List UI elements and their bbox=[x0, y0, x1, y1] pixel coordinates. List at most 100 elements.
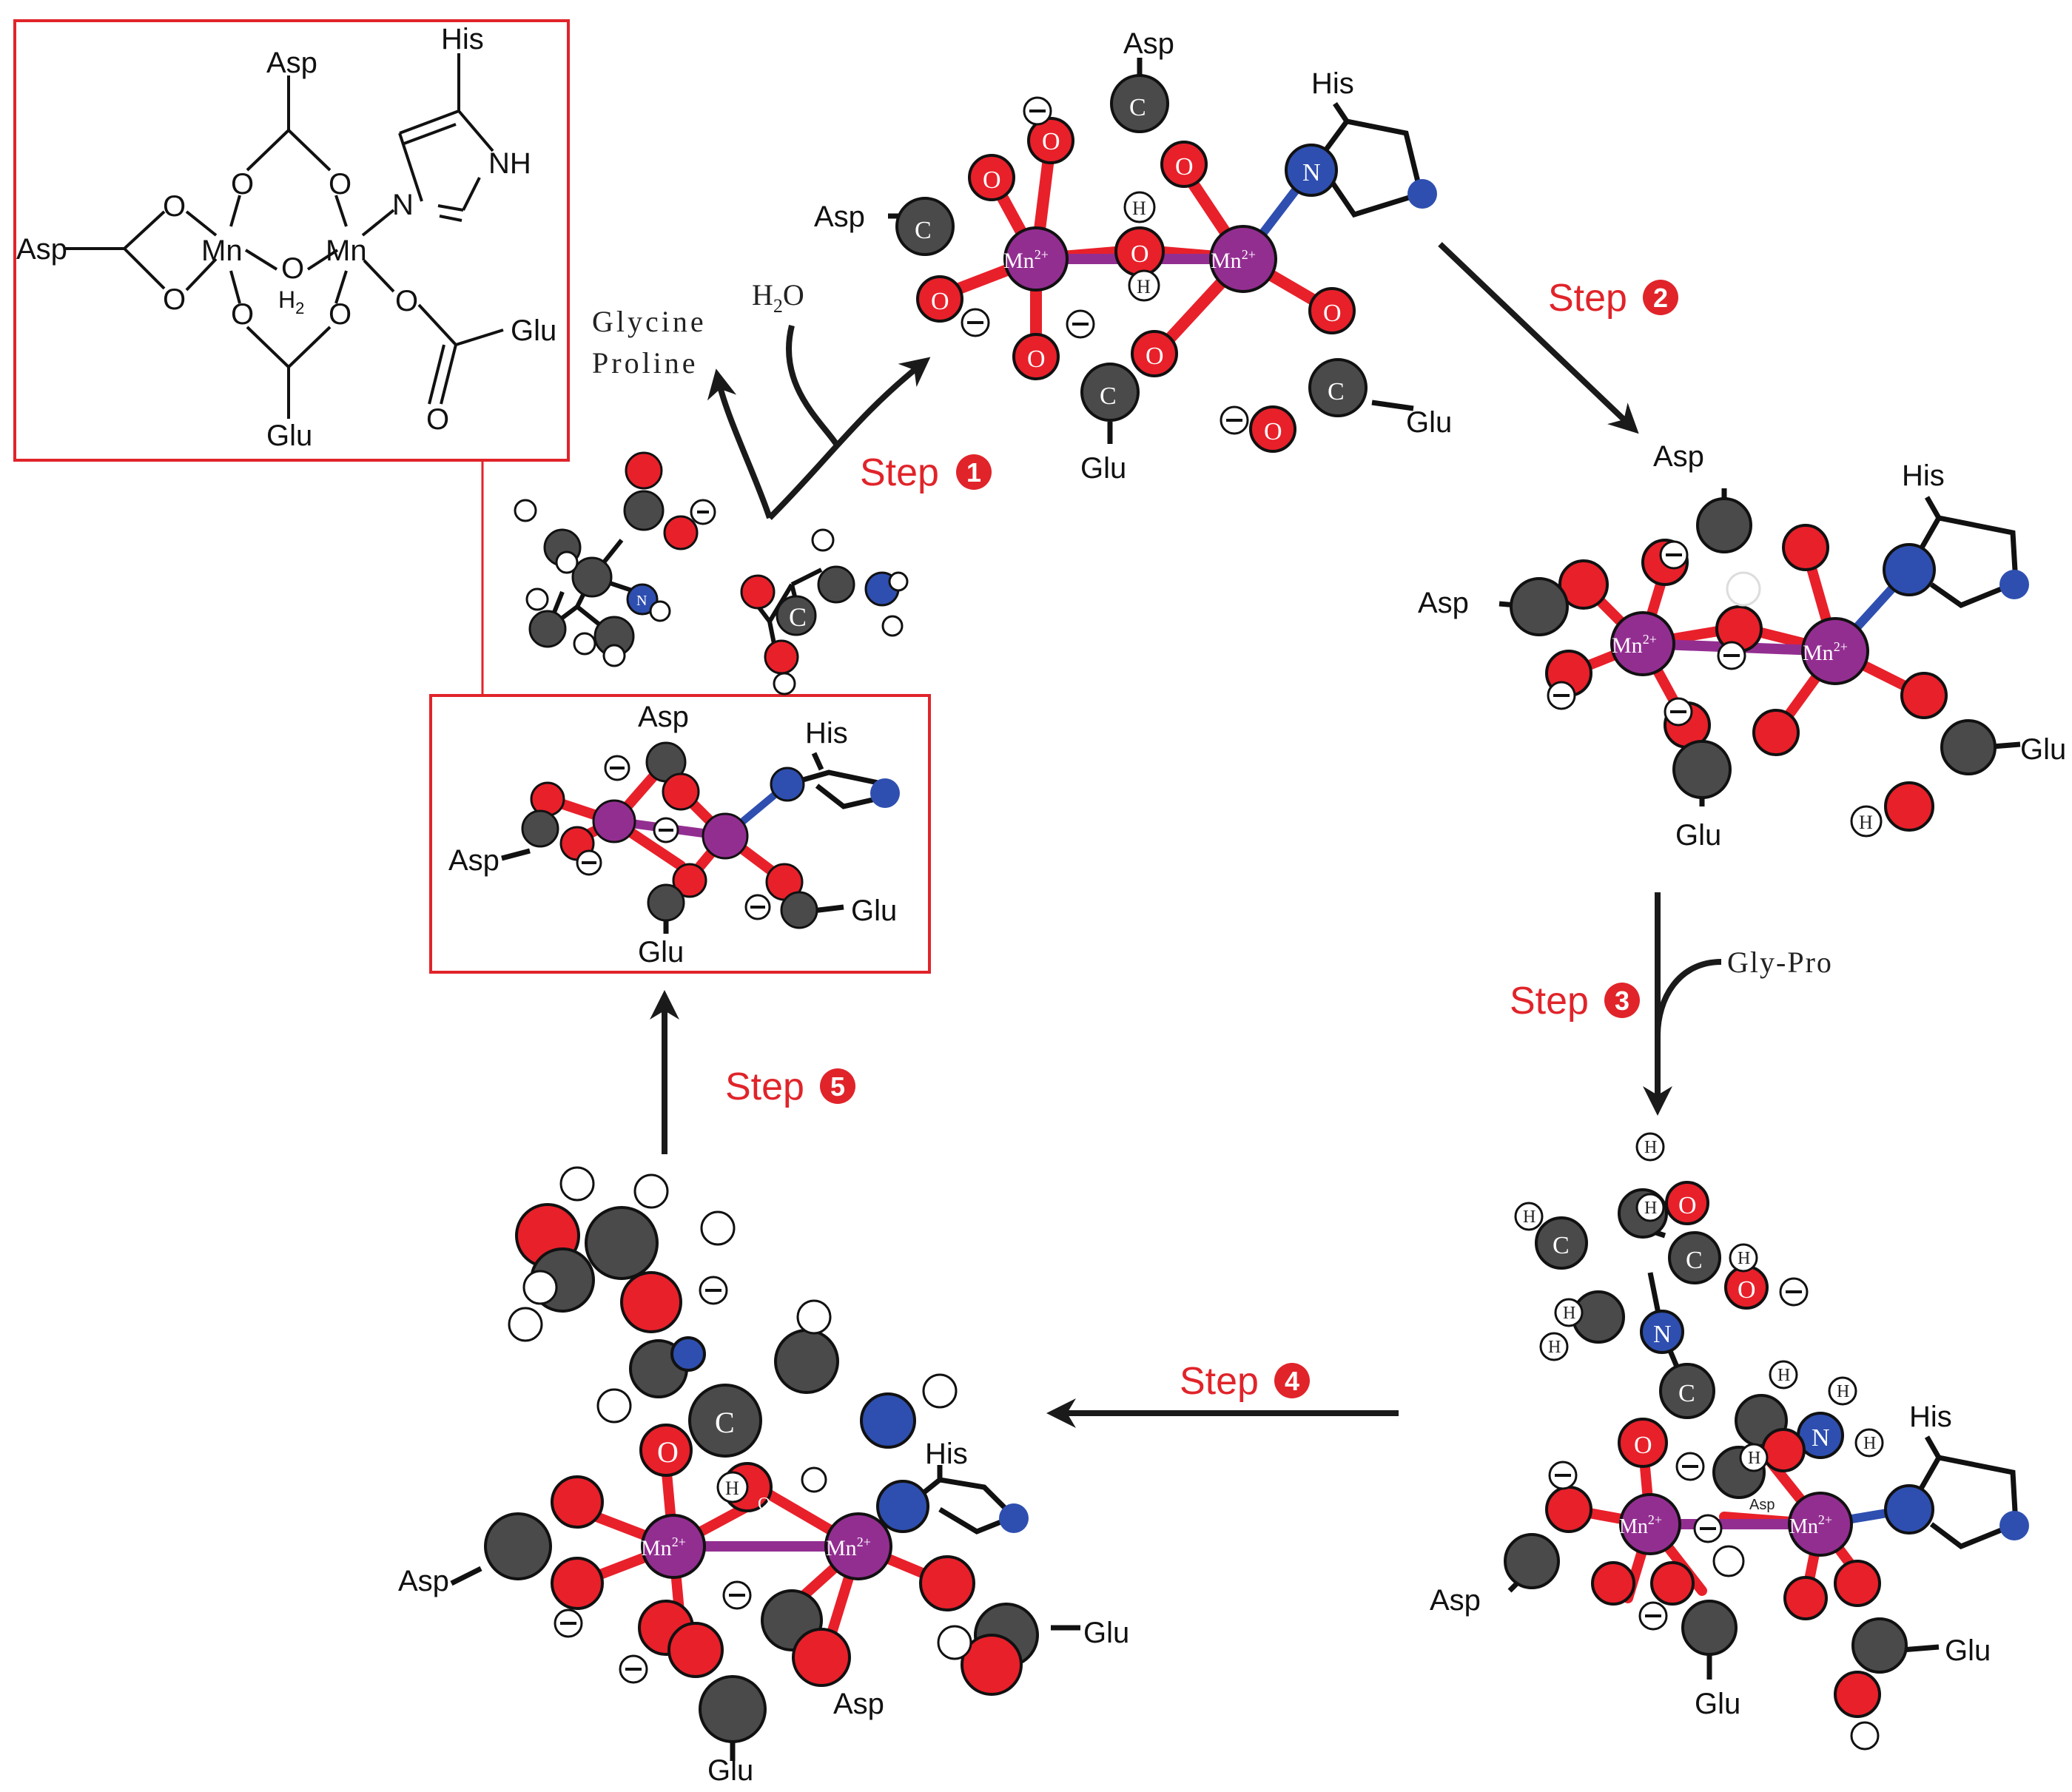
nitrogen-label: N bbox=[1812, 1424, 1830, 1452]
minus-charge-icon bbox=[1547, 540, 1746, 727]
inset-o: O bbox=[231, 298, 254, 331]
carbon-label: C bbox=[1100, 383, 1117, 410]
mn-label: Mn2+ bbox=[1619, 1512, 1662, 1538]
rest-asp-top: Asp bbox=[638, 701, 689, 733]
hydrogen-label: H bbox=[1859, 812, 1873, 833]
s2-his: His bbox=[1902, 459, 1945, 492]
carbon-label: C bbox=[715, 1406, 735, 1439]
s2-asp-left: Asp bbox=[1418, 587, 1469, 619]
glycine-label: Glycine bbox=[592, 305, 707, 338]
s1-glu-bottom: Glu bbox=[1080, 452, 1126, 485]
hydrogen-label: H bbox=[1523, 1207, 1536, 1227]
inset-mn-right: Mn bbox=[326, 235, 367, 267]
nitrogen-label: N bbox=[1302, 159, 1321, 186]
substrate-bound-complex: C C C O O O N N H H H H H H H H H H Mn2+… bbox=[1430, 1132, 2029, 1751]
step-2: Step 2 bbox=[1548, 277, 1678, 320]
hydrogen-label: H bbox=[1548, 1338, 1561, 1357]
oxygen-label: O bbox=[983, 166, 1001, 194]
step-1-badge-icon bbox=[956, 454, 992, 490]
step-1: Step 1 bbox=[860, 451, 992, 494]
inset-o: O bbox=[163, 283, 186, 316]
minus-charge-icon bbox=[1548, 1277, 1809, 1631]
s4-his: His bbox=[925, 1438, 968, 1470]
inset-nh: NH bbox=[488, 147, 531, 180]
carbon-label: C bbox=[1553, 1232, 1570, 1259]
resting-state-model: Asp Asp His Glu Glu bbox=[429, 694, 931, 974]
step-5-label: Step bbox=[725, 1065, 804, 1108]
oxygen-label: O bbox=[1634, 1432, 1652, 1459]
s3-glu-right: Glu bbox=[1945, 1634, 1991, 1667]
minus-charge-icon bbox=[961, 96, 1249, 435]
rest-asp-left: Asp bbox=[448, 844, 500, 877]
step-3-badge-icon bbox=[1604, 983, 1640, 1018]
s3-asp-small: Asp bbox=[1749, 1497, 1775, 1513]
s3-asp-left: Asp bbox=[1430, 1584, 1481, 1617]
s4-asp-left: Asp bbox=[398, 1565, 449, 1597]
step-4-number: 4 bbox=[1285, 1366, 1299, 1396]
step-4-badge-icon bbox=[1274, 1363, 1310, 1398]
inset-asp-top: Asp bbox=[266, 47, 317, 79]
step-3-number: 3 bbox=[1615, 986, 1629, 1016]
carbon-label: C bbox=[1328, 378, 1345, 405]
oxygen-label: O bbox=[1027, 346, 1046, 373]
inset-o: O bbox=[329, 168, 352, 201]
mn-label: Mn2+ bbox=[1211, 247, 1256, 273]
glypro-label: Gly-Pro bbox=[1727, 946, 1833, 979]
hydrogen-label: H bbox=[725, 1478, 739, 1499]
minus-charge-icon bbox=[576, 755, 771, 920]
hydrogen-label: H bbox=[1748, 1449, 1760, 1468]
release-arrow bbox=[707, 368, 773, 519]
inset-o: O bbox=[281, 252, 304, 285]
s1-asp-left: Asp bbox=[814, 201, 865, 233]
nitrogen-label: N bbox=[1653, 1321, 1672, 1348]
mn-label: Mn2+ bbox=[641, 1535, 686, 1560]
inset-asp-left: Asp bbox=[16, 233, 67, 266]
step2-arrow bbox=[1438, 242, 1639, 434]
oxygen-label: O bbox=[1042, 128, 1060, 155]
hydroxide-bridged-dimanganese: H Mn2+ Mn2+ Asp Asp His Glu Glu bbox=[1418, 440, 2066, 852]
inset-o: O bbox=[163, 190, 186, 223]
s4-asp-bottom: Asp bbox=[833, 1688, 884, 1720]
step-2-number: 2 bbox=[1653, 283, 1668, 313]
inset-o: O bbox=[395, 285, 418, 317]
mn-label: Mn2+ bbox=[1803, 639, 1848, 665]
s4-glu-right: Glu bbox=[1083, 1617, 1129, 1649]
inset-o: O bbox=[329, 298, 352, 331]
carbon-label: C bbox=[1129, 94, 1146, 121]
inset-structure-box: Asp Asp His Glu Glu Mn Mn NH N O O O O O… bbox=[13, 19, 570, 695]
reaction-arrows bbox=[650, 242, 1722, 1428]
step-2-label: Step bbox=[1548, 277, 1627, 320]
mn-label: Mn2+ bbox=[1789, 1512, 1832, 1538]
step1-arrow bbox=[767, 357, 931, 520]
step-1-label: Step bbox=[860, 451, 939, 494]
inset-glu-right: Glu bbox=[511, 314, 556, 347]
inset-h2: H2 bbox=[278, 286, 304, 317]
hydrogen-label: H bbox=[1738, 1249, 1750, 1268]
inset-glu-bottom: Glu bbox=[266, 420, 312, 452]
mn-label: Mn2+ bbox=[1003, 247, 1049, 273]
oxygen-label: O bbox=[1323, 300, 1342, 327]
hydrogen-label: H bbox=[1644, 1138, 1657, 1157]
carbon-label: C bbox=[915, 217, 932, 244]
carbon-label: C bbox=[789, 602, 807, 632]
oxygen-label: O bbox=[1678, 1192, 1697, 1219]
hydrogen-label: H bbox=[1563, 1304, 1575, 1323]
s2-glu-bottom: Glu bbox=[1675, 819, 1721, 852]
hydrogen-label: H bbox=[1777, 1366, 1790, 1385]
proline-label: Proline bbox=[592, 346, 699, 380]
step-3-label: Step bbox=[1510, 980, 1589, 1023]
water-bridged-dimanganese: C C C C O O O O O O O O O N H H Mn2+ Mn2… bbox=[814, 27, 1452, 485]
inset-o: O bbox=[426, 403, 449, 436]
step-4: Step 4 bbox=[1180, 1360, 1310, 1403]
oxygen-label: O bbox=[1146, 343, 1164, 370]
glypro-in-arrow bbox=[1655, 959, 1722, 1037]
hydrogen-label: H bbox=[1644, 1199, 1657, 1218]
hydrogen-label: H bbox=[1137, 276, 1151, 297]
s2-glu-right: Glu bbox=[2020, 733, 2066, 766]
water-in-arrow bbox=[785, 325, 839, 446]
hydrogen-label: H bbox=[1863, 1434, 1876, 1453]
s4-glu-bottom: Glu bbox=[707, 1754, 753, 1787]
mn-label: Mn2+ bbox=[1612, 632, 1657, 658]
nitrogen-label: N bbox=[636, 593, 647, 609]
